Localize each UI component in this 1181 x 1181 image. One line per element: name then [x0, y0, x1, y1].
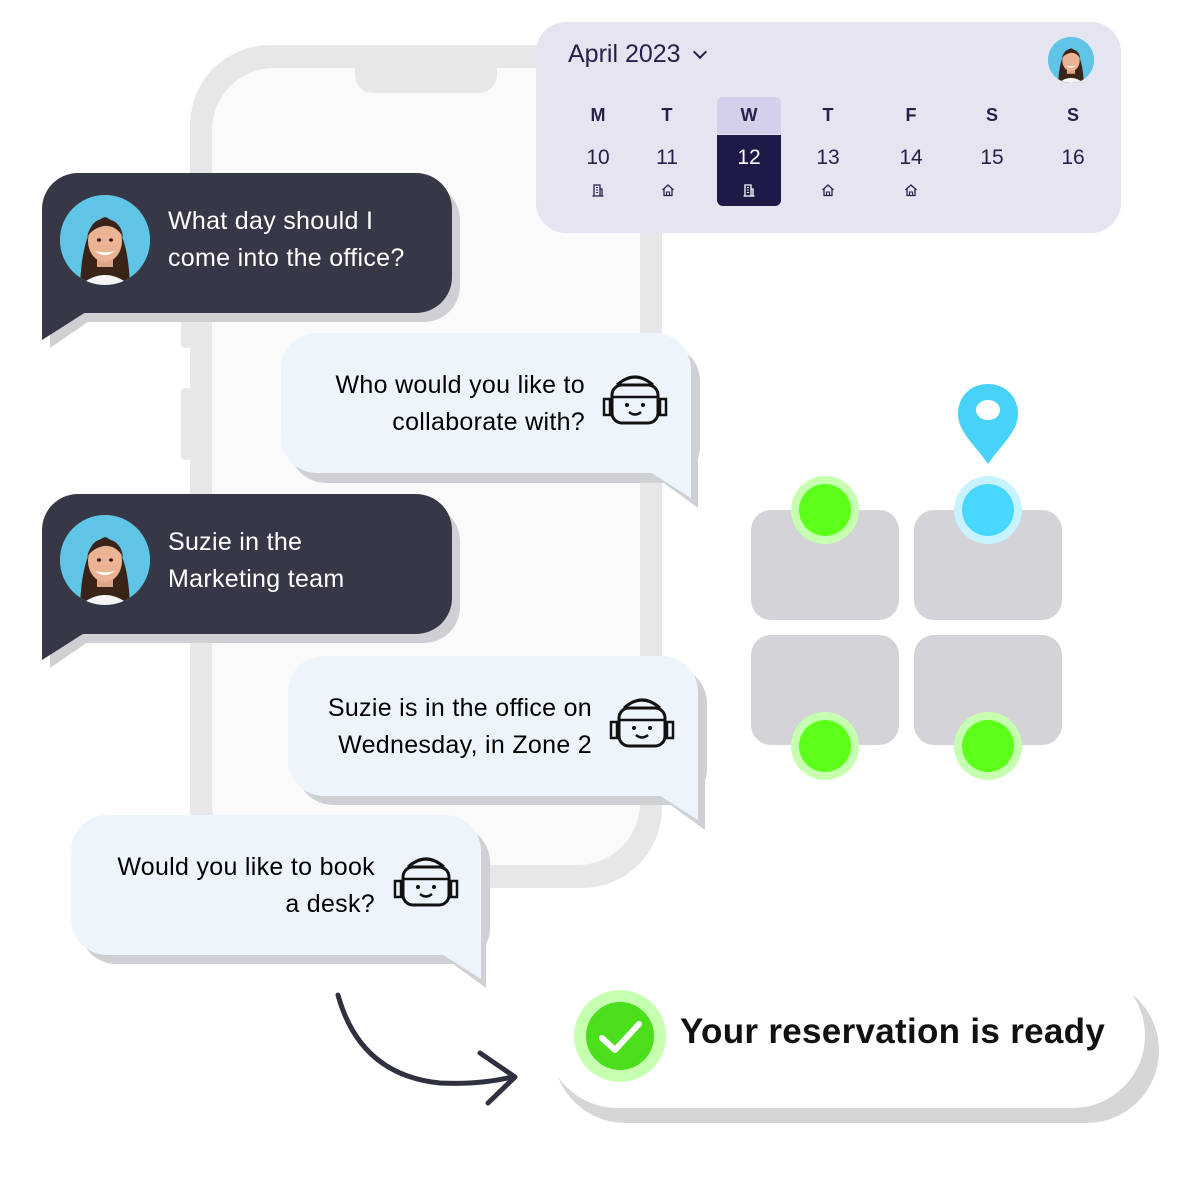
phone-volume-button	[181, 388, 191, 460]
seat-dot	[962, 720, 1014, 772]
check-circle-icon	[574, 990, 666, 1082]
avatar[interactable]	[1048, 37, 1094, 83]
reservation-message: Your reservation is ready	[680, 1012, 1106, 1051]
phone-notch	[355, 45, 497, 93]
home-icon	[822, 184, 834, 197]
day-11[interactable]: 11	[656, 146, 678, 169]
office-building-icon	[592, 184, 604, 197]
chat-bubble-bot-3	[71, 815, 481, 955]
office-building-icon	[743, 184, 755, 197]
selected-day-header-highlight	[717, 97, 781, 134]
phone-side-button	[181, 318, 191, 348]
seat-dot	[799, 484, 851, 536]
home-icon	[905, 184, 917, 197]
day-16[interactable]: 16	[1061, 146, 1085, 169]
seat-dot	[962, 484, 1014, 536]
bubble-tail	[42, 570, 97, 660]
day-12[interactable]: 12	[737, 146, 761, 169]
chat-message-text: Would you like to book a desk?	[117, 853, 375, 918]
day-letter-sat: S	[985, 105, 998, 125]
month-selector[interactable]: April 2023	[568, 40, 707, 69]
chat-message-text: What day should I come into the office?	[168, 207, 405, 272]
day-letter-tue: T	[661, 105, 673, 125]
seat-available[interactable]	[791, 712, 859, 780]
day-14[interactable]: 14	[899, 146, 923, 169]
calendar-card	[536, 22, 1121, 233]
bubble-tail	[643, 730, 698, 820]
day-letter-mon: M	[590, 105, 606, 125]
bubble-tail	[426, 889, 481, 979]
chevron-down-icon	[692, 44, 707, 59]
location-pin-icon	[958, 384, 1018, 464]
bubble-tail	[636, 408, 691, 498]
chat-bubble-bot-2	[288, 656, 698, 796]
selected-day-highlight	[717, 135, 781, 206]
day-10[interactable]: 10	[586, 146, 610, 169]
day-15[interactable]: 15	[980, 146, 1004, 169]
robot-assistant-icon	[393, 857, 459, 907]
chat-message-text: Suzie in the Marketing team	[168, 528, 345, 593]
curved-arrow-icon	[335, 992, 518, 1106]
robot-assistant-icon	[602, 375, 668, 425]
seat-available[interactable]	[791, 476, 859, 544]
chat-message-text: Suzie is in the office on Wednesday, in …	[327, 694, 592, 759]
day-letter-wed: W	[740, 105, 758, 125]
day-letter-fri: F	[905, 105, 917, 125]
chat-bubble-bot-1	[281, 333, 691, 473]
bubble-tail	[42, 250, 97, 340]
chat-message-text: Who would you like to collaborate with?	[335, 371, 585, 436]
day-13[interactable]: 13	[816, 146, 840, 169]
month-label: April 2023	[568, 40, 681, 68]
robot-assistant-icon	[609, 698, 675, 748]
day-letter-thu: T	[822, 105, 834, 125]
avatar	[60, 195, 150, 285]
seat-dot	[799, 720, 851, 772]
seat-available[interactable]	[954, 712, 1022, 780]
home-icon	[662, 184, 674, 197]
avatar	[60, 515, 150, 605]
day-letter-sun: S	[1066, 105, 1079, 125]
seat-selected[interactable]	[954, 476, 1022, 544]
